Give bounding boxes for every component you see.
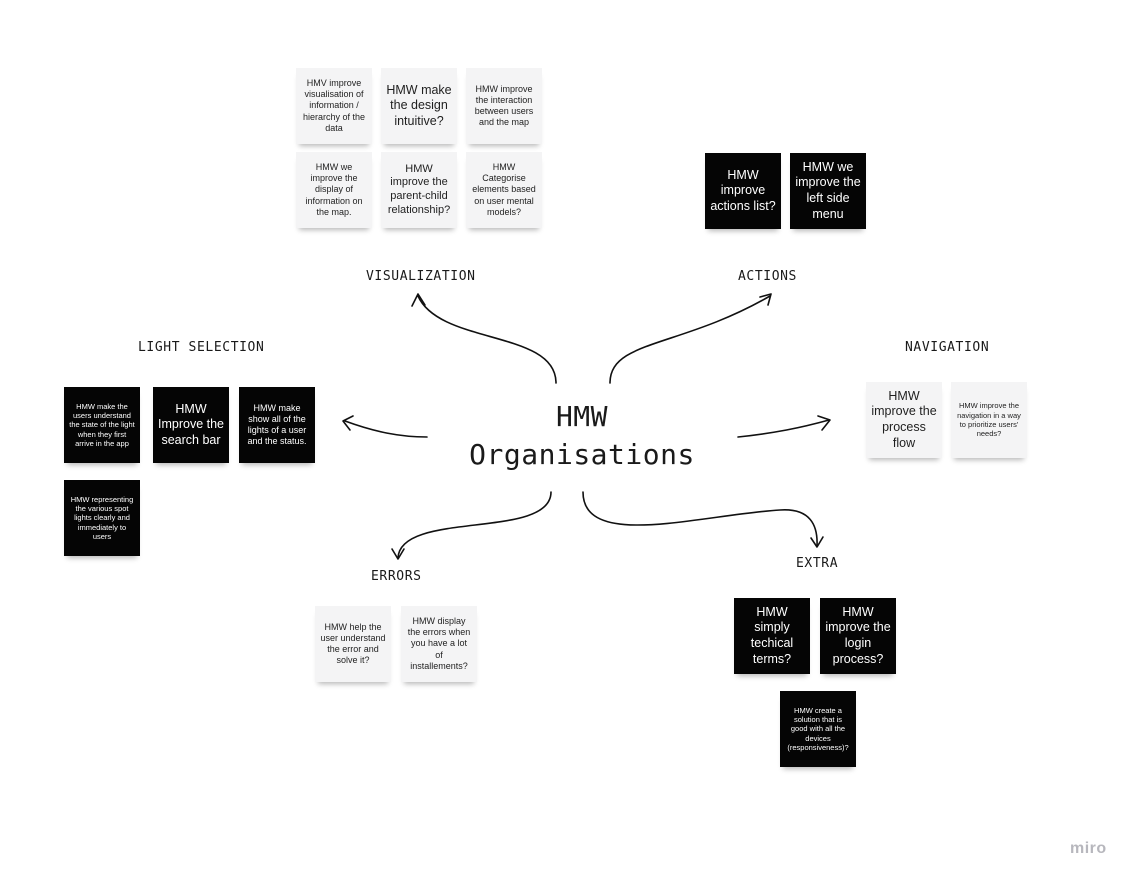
sticky-note-text: HMW simply techical terms? xyxy=(750,604,794,666)
arrow-to-visualization xyxy=(417,295,557,384)
sticky-note-text: HMW improve actions list? xyxy=(710,167,776,213)
sticky-note[interactable]: HMW we improve the left side menu xyxy=(790,153,866,229)
category-errors[interactable]: ERRORS xyxy=(371,569,422,584)
sticky-note[interactable]: HMW we improve the display of informatio… xyxy=(296,152,372,228)
arrow-to-errors xyxy=(397,491,552,559)
sticky-note[interactable]: HMW improve the login process? xyxy=(820,598,896,674)
sticky-note-text: HMW improve the parent-child relationshi… xyxy=(387,162,451,216)
sticky-note-text: HMW make the users understand the state … xyxy=(69,401,135,449)
sticky-note-text: HMW representing the various spot lights… xyxy=(70,494,134,542)
sticky-note-text: HMW improve the navigation in a way to p… xyxy=(957,401,1021,439)
central-topic-line1: HMW xyxy=(555,400,609,433)
sticky-note-text: HMW help the user understand the error a… xyxy=(320,621,386,666)
sticky-note-text: HMV improve visualisation of information… xyxy=(302,77,366,133)
sticky-note-text: HMW Categorise elements based on user me… xyxy=(472,161,536,217)
arrow-to-extra xyxy=(582,491,818,547)
sticky-note-text: HMW improve the process flow xyxy=(871,388,937,450)
sticky-note-text: HMW improve the login process? xyxy=(825,604,891,666)
sticky-note[interactable]: HMV improve visualisation of information… xyxy=(296,68,372,144)
sticky-note[interactable]: HMW Improve the search bar xyxy=(153,387,229,463)
sticky-note[interactable]: HMW improve the parent-child relationshi… xyxy=(381,152,457,228)
sticky-note-text: HMW make the design intuitive? xyxy=(386,82,452,128)
category-extra[interactable]: EXTRA xyxy=(796,556,839,571)
arrow-to-extra-head xyxy=(810,536,824,548)
sticky-note[interactable]: HMW improve the process flow xyxy=(866,382,942,458)
sticky-note[interactable]: HMW improve actions list? xyxy=(705,153,781,229)
sticky-note[interactable]: HMW make the users understand the state … xyxy=(64,387,140,463)
sticky-note-text: HMW create a solution that is good with … xyxy=(787,705,849,753)
sticky-note[interactable]: HMW help the user understand the error a… xyxy=(315,606,391,682)
sticky-note[interactable]: HMW representing the various spot lights… xyxy=(64,480,140,556)
category-visualization[interactable]: VISUALIZATION xyxy=(366,269,476,284)
arrow-to-navigation xyxy=(737,419,830,438)
sticky-note[interactable]: HMW Categorise elements based on user me… xyxy=(466,152,542,228)
arrow-to-light-selection-head xyxy=(342,415,354,431)
central-topic[interactable]: HMW Organisations xyxy=(462,398,702,474)
arrow-to-visualization-head xyxy=(411,293,426,307)
sticky-note-text: HMW we improve the left side menu xyxy=(795,159,861,221)
sticky-note-text: HMW make show all of the lights of a use… xyxy=(247,402,307,447)
sticky-note[interactable]: HMW create a solution that is good with … xyxy=(780,691,856,767)
central-topic-line2: Organisations xyxy=(469,438,695,471)
category-actions[interactable]: ACTIONS xyxy=(738,269,797,284)
sticky-note[interactable]: HMW make the design intuitive? xyxy=(381,68,457,144)
sticky-note[interactable]: HMW make show all of the lights of a use… xyxy=(239,387,315,463)
sticky-note[interactable]: HMW display the errors when you have a l… xyxy=(401,606,477,682)
sticky-note-text: HMW we improve the display of informatio… xyxy=(305,161,363,217)
sticky-note[interactable]: HMW simply techical terms? xyxy=(734,598,810,674)
category-light-selection[interactable]: LIGHT SELECTION xyxy=(138,340,265,355)
sticky-note[interactable]: HMW improve the interaction between user… xyxy=(466,68,542,144)
arrow-to-navigation-head xyxy=(817,415,831,431)
sticky-note[interactable]: HMW improve the navigation in a way to p… xyxy=(951,382,1027,458)
miro-logo: miro xyxy=(1070,840,1107,857)
sticky-note-text: HMW Improve the search bar xyxy=(158,401,225,447)
sticky-note-text: HMW display the errors when you have a l… xyxy=(407,615,471,671)
sticky-note-text: HMW improve the interaction between user… xyxy=(474,83,534,128)
arrow-to-light-selection xyxy=(344,420,428,438)
arrow-to-actions-head xyxy=(759,293,772,306)
arrow-to-actions xyxy=(609,295,771,384)
arrow-to-errors-head xyxy=(391,548,405,560)
category-navigation[interactable]: NAVIGATION xyxy=(905,340,990,355)
